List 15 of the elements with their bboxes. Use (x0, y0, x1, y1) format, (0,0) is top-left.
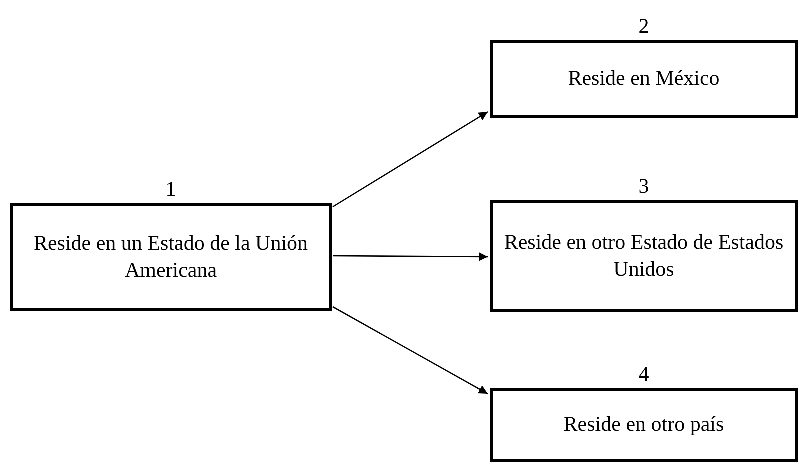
box-label: Reside en un Estado de la Unión Americana (32, 230, 310, 284)
process-box (490, 200, 798, 312)
arrow (333, 252, 488, 262)
box-label: Reside en otro país (562, 411, 726, 438)
arrow (332, 111, 488, 208)
step-number: 1 (164, 179, 178, 200)
box-label: Reside en México (567, 65, 721, 92)
step-number: 4 (638, 364, 650, 385)
process-box (10, 203, 332, 311)
process-box (490, 40, 798, 118)
step-number: 2 (638, 16, 650, 37)
step-number: 3 (638, 176, 650, 197)
arrow (332, 306, 488, 395)
process-box (490, 388, 798, 462)
box-label: Reside en otro Estado de Estados Unidos (503, 228, 785, 283)
